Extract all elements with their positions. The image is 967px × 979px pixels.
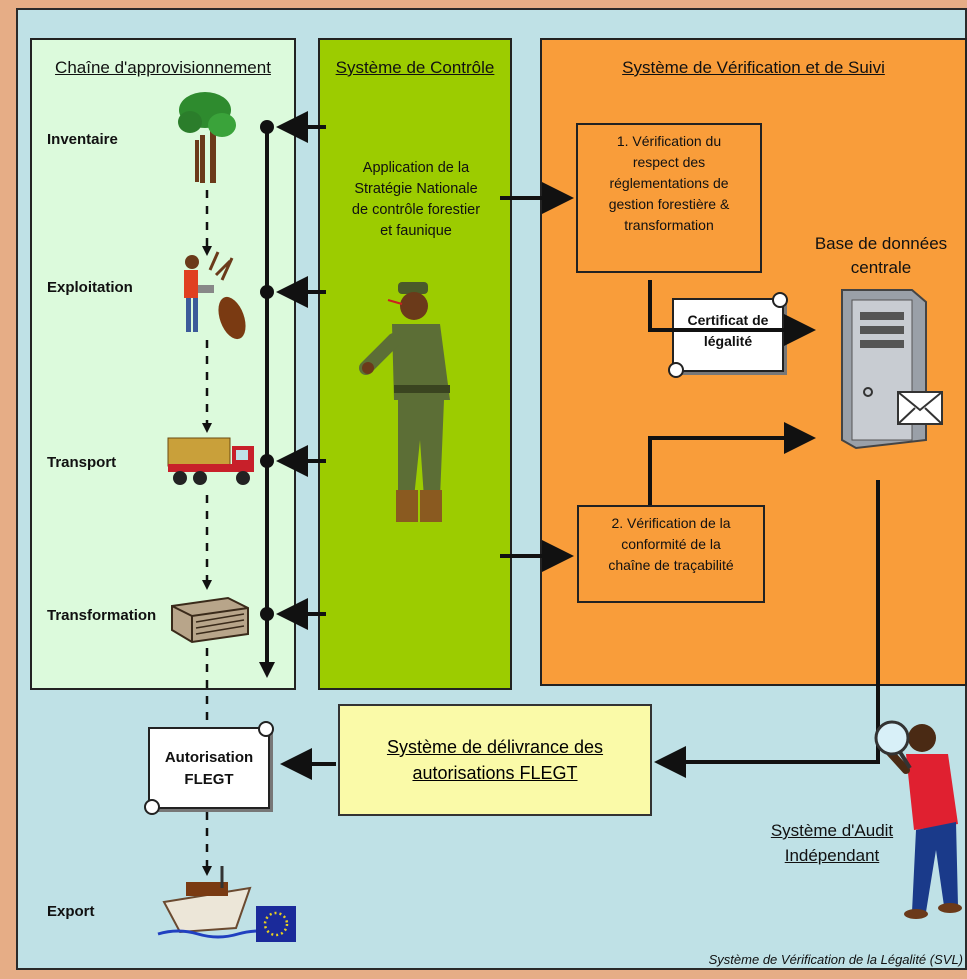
box2-line: chaîne de traçabilité	[608, 557, 734, 573]
certificate-of-legality: Certificat de légalité	[668, 292, 788, 378]
certificate-line: Certificat de	[687, 312, 769, 328]
box2-line: 2. Vérification de la	[611, 515, 731, 531]
verification-arrows	[280, 182, 880, 780]
control-line: et faunique	[380, 223, 452, 239]
eu-flag-icon	[256, 906, 296, 942]
certificate-line: légalité	[703, 333, 753, 349]
tree-icon	[178, 92, 236, 183]
verification-box-1: 1. Vérification du respect des réglement…	[576, 123, 762, 273]
stage-export: Export	[47, 903, 95, 920]
stage-exploitation: Exploitation	[47, 279, 133, 296]
control-line: de contrôle forestier	[351, 202, 481, 218]
central-database-label: Base de données centrale	[795, 232, 967, 280]
supply-chain-panel: Chaîne d'approvisionnement	[30, 38, 296, 690]
audit-line: Indépendant	[784, 846, 880, 865]
verification-box-2: 2. Vérification de la conformité de la c…	[577, 505, 765, 603]
box1-line: transformation	[624, 217, 714, 233]
magnifier-icon	[874, 720, 912, 770]
independent-audit-label: Système d'Audit Indépendant	[752, 818, 912, 868]
stage-transport: Transport	[47, 454, 117, 471]
auditor-icon	[882, 724, 962, 919]
supply-chain-title: Chaîne d'approvisionnement	[55, 58, 271, 77]
delivery-line: autorisations FLEGT	[412, 763, 578, 783]
logger-icon	[184, 251, 246, 340]
control-line: Application de la	[362, 160, 470, 176]
stage-transformation: Transformation	[47, 607, 157, 624]
control-checkpoint-line	[259, 120, 275, 678]
delivery-line: Système de délivrance des	[386, 737, 604, 757]
box1-line: respect des	[632, 154, 706, 170]
forest-officer-icon	[359, 282, 450, 522]
diagram-footer: Système de Vérification de la Légalité (…	[708, 952, 963, 967]
truck-icon	[167, 437, 254, 485]
stage-inventaire: Inventaire	[47, 131, 118, 148]
control-line: Stratégie Nationale	[354, 181, 478, 197]
authorization-line: Autorisation	[164, 749, 254, 766]
box2-line: conformité de la	[621, 536, 721, 552]
supply-flow-heads	[202, 246, 212, 876]
flegt-authorization: Autorisation FLEGT	[144, 721, 274, 815]
flegt-delivery-system: Système de délivrance des autorisations …	[338, 704, 652, 816]
timber-stack-icon	[171, 596, 249, 644]
control-system-title: Système de Contrôle	[335, 58, 495, 77]
box1-line: gestion forestière &	[608, 196, 730, 212]
box1-line: réglementations de	[609, 175, 729, 191]
verification-system-title: Système de Vérification et de Suivi	[622, 58, 885, 77]
box1-line: 1. Vérification du	[616, 133, 722, 149]
database-line: centrale	[850, 258, 912, 277]
control-description: Application de la Stratégie Nationale de…	[336, 158, 496, 242]
control-arrows	[276, 111, 326, 630]
authorization-line: FLEGT	[184, 771, 234, 788]
boat-icon	[157, 866, 279, 939]
audit-line: Système d'Audit	[770, 821, 894, 840]
envelope-icon	[897, 391, 943, 425]
database-line: Base de données	[814, 234, 948, 253]
